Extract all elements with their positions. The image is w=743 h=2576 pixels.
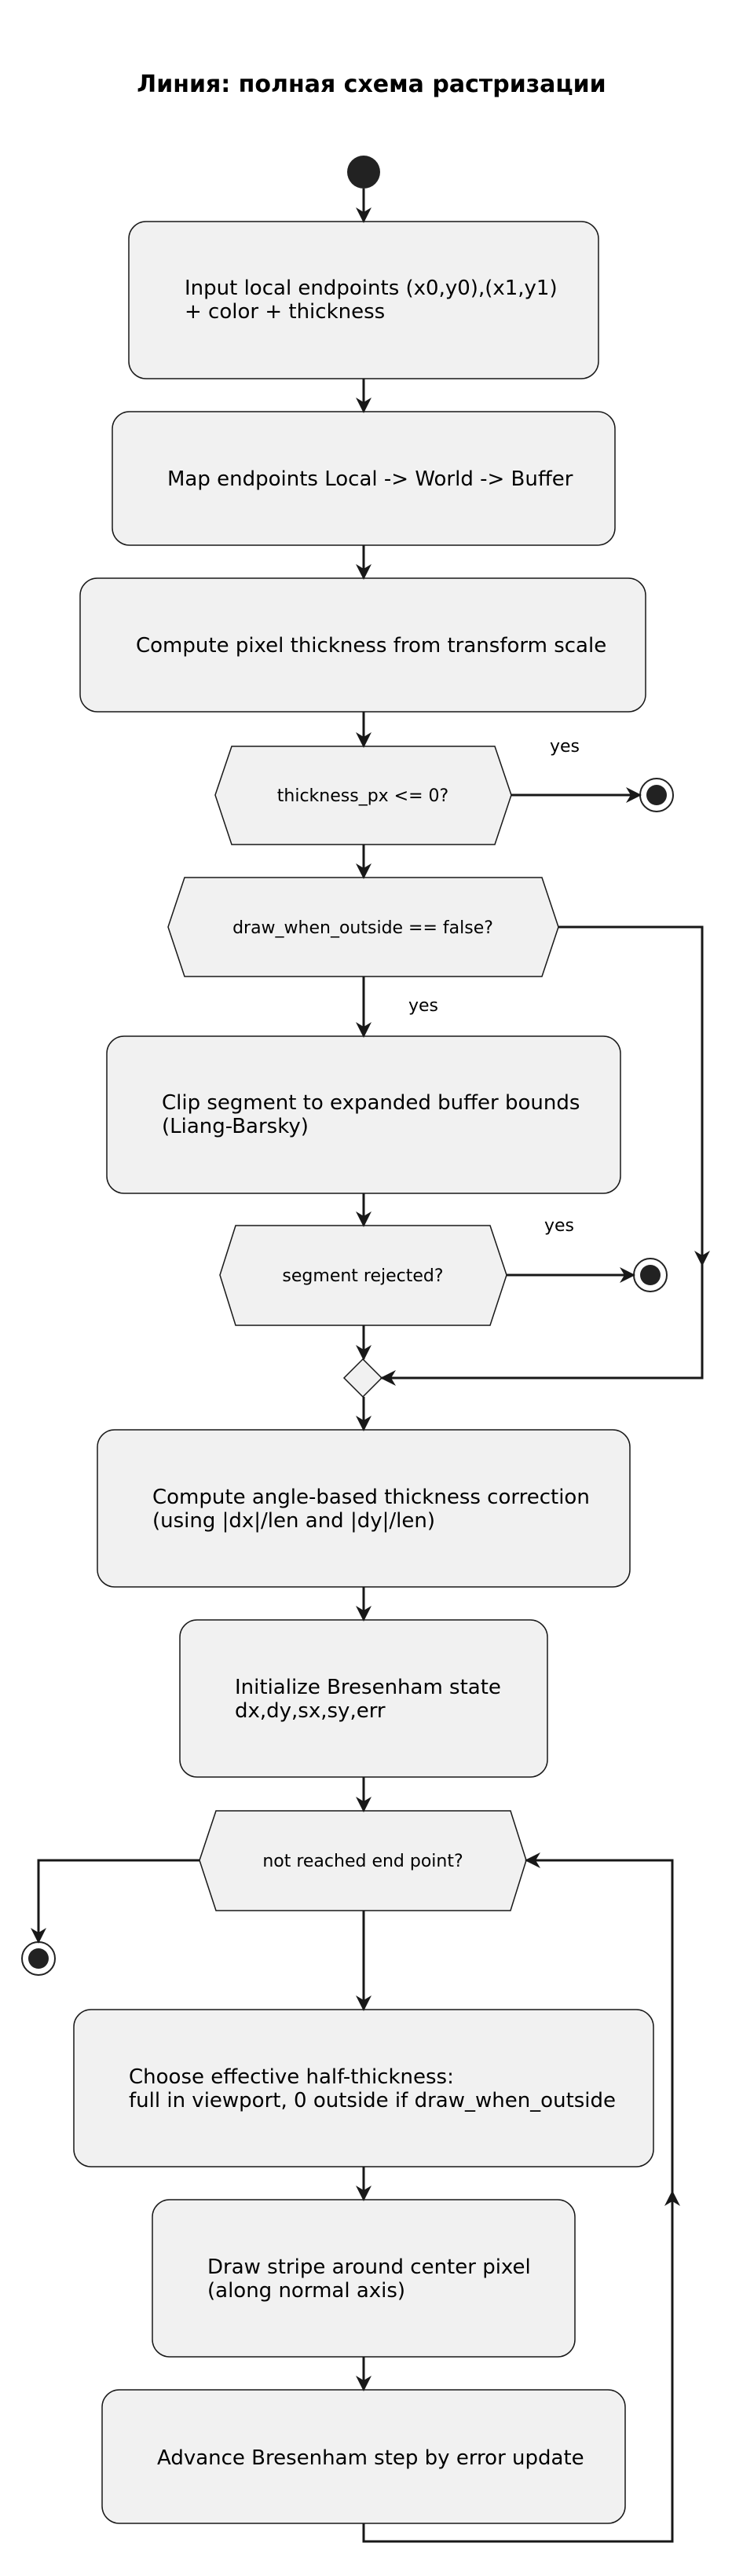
end-node-rejected	[633, 1258, 668, 1292]
edge-outside-no-to-merge	[380, 925, 704, 1386]
step-map-line-1: Map endpoints Local -> World -> Buffer	[167, 467, 573, 491]
edge-advance-back-to-loop	[362, 1852, 674, 2543]
step-thickness-line-1: Compute pixel thickness from transform s…	[136, 634, 606, 658]
step-clip-line-2: (Liang-Barsky)	[162, 1115, 309, 1138]
step-choose-line-1: Choose effective half-thickness:	[129, 2065, 454, 2089]
step-input-line-2: + color + thickness	[185, 300, 385, 324]
step-input-endpoints: Input local endpoints (x0,y0),(x1,y1) + …	[128, 221, 599, 379]
step-input-line-1: Input local endpoints (x0,y0),(x1,y1)	[185, 277, 558, 300]
label-yes-thickness: yes	[550, 737, 580, 757]
label-yes-rejected: yes	[544, 1216, 574, 1236]
step-draw-line-1: Draw stripe around center pixel	[207, 2255, 531, 2279]
step-init-line-2: dx,dy,sx,sy,err	[235, 1699, 386, 1723]
decision-loop-end-point: not reached end point?	[199, 1810, 527, 1911]
step-advance-line-1: Advance Bresenham step by error update	[157, 2446, 584, 2470]
decision-thickness-zero: thickness_px <= 0?	[214, 746, 512, 845]
step-compute-thickness: Compute pixel thickness from transform s…	[79, 577, 646, 713]
end-node-loop-exit	[21, 1941, 56, 1976]
step-draw-stripe: Draw stripe around center pixel (along n…	[152, 2199, 576, 2358]
step-angle-correction: Compute angle-based thickness correction…	[97, 1429, 631, 1588]
step-angle-line-1: Compute angle-based thickness correction	[152, 1486, 590, 1509]
step-init-line-1: Initialize Bresenham state	[235, 1676, 501, 1699]
decision-loop-text: not reached end point?	[262, 1852, 463, 1871]
decision-segment-rejected: segment rejected?	[219, 1225, 507, 1326]
step-clip-line-1: Clip segment to expanded buffer bounds	[162, 1091, 580, 1115]
start-node	[347, 156, 380, 189]
end-node-thickness	[639, 778, 674, 812]
step-map-endpoints: Map endpoints Local -> World -> Buffer	[112, 411, 616, 546]
edge-loop-exit-to-end	[31, 1859, 199, 1944]
label-yes-outside: yes	[408, 996, 438, 1016]
diagram-title: Линия: полная схема растризации	[137, 71, 606, 98]
decision-segment-rejected-text: segment rejected?	[282, 1266, 443, 1286]
step-choose-half-thickness: Choose effective half-thickness: full in…	[73, 2009, 654, 2167]
step-clip-segment: Clip segment to expanded buffer bounds (…	[106, 1035, 621, 1194]
edges	[31, 189, 710, 2543]
merge-diamond	[342, 1358, 383, 1398]
step-init-bresenham: Initialize Bresenham state dx,dy,sx,sy,e…	[179, 1619, 548, 1778]
decision-thickness-zero-text: thickness_px <= 0?	[277, 786, 448, 806]
step-choose-line-2: full in viewport, 0 outside if draw_when…	[129, 2089, 616, 2112]
step-advance-bresenham: Advance Bresenham step by error update	[101, 2389, 626, 2524]
decision-draw-when-outside-text: draw_when_outside == false?	[232, 918, 493, 938]
step-draw-line-2: (along normal axis)	[207, 2279, 405, 2303]
decision-draw-when-outside: draw_when_outside == false?	[167, 877, 559, 977]
step-angle-line-2: (using |dx|/len and |dy|/len)	[152, 1509, 435, 1533]
